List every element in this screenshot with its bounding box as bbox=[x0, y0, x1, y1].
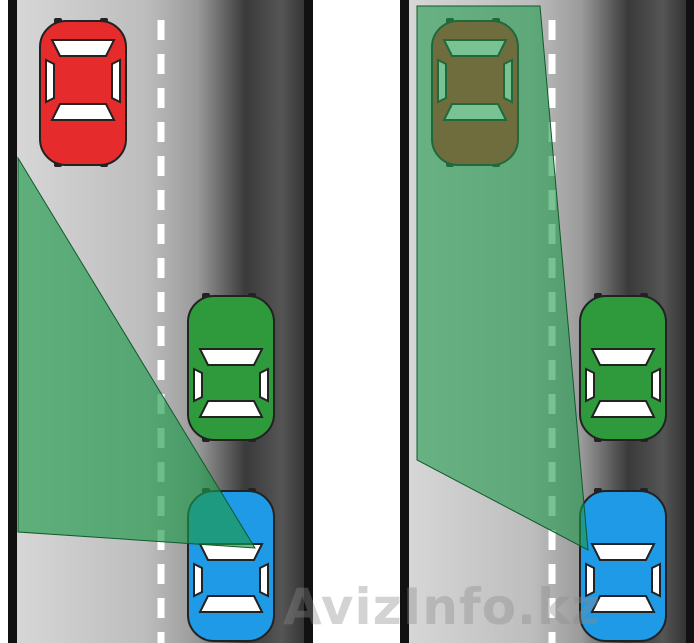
green-car-right bbox=[579, 293, 667, 442]
panel-standard-mirror bbox=[8, 0, 313, 643]
road-edge-left-inner bbox=[304, 0, 313, 643]
watermark-text: AvizInfo.kz bbox=[283, 578, 602, 636]
blue-car-right bbox=[579, 488, 667, 642]
road-edge-right-inner bbox=[686, 0, 694, 643]
road-edge-left-outer bbox=[8, 0, 17, 643]
red-car bbox=[39, 18, 127, 167]
view-cone-standard bbox=[17, 156, 256, 549]
green-car bbox=[187, 293, 275, 442]
view-cone-wide-angle bbox=[416, 5, 589, 551]
road-edge-right-outer bbox=[400, 0, 409, 643]
panel-wide-angle-mirror bbox=[400, 0, 694, 643]
